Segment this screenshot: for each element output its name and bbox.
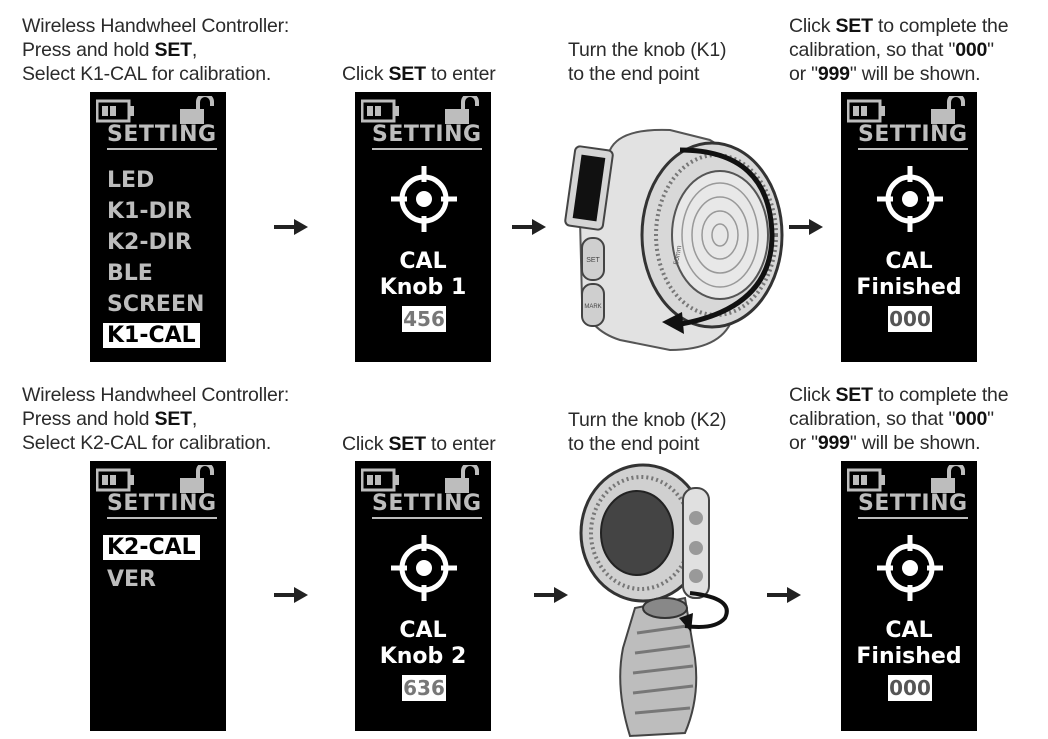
arrow-right-icon: [767, 587, 801, 603]
arrow-right-icon: [789, 219, 823, 235]
menu-item-screen[interactable]: SCREEN: [107, 292, 205, 317]
caption-line: Select K1-CAL for calibration.: [22, 63, 272, 85]
unlock-icon: [931, 96, 965, 124]
menu-title: SETTING: [372, 122, 482, 150]
row1-step3-caption: Turn the knob (K1) to the end point: [568, 39, 727, 85]
focus-mark-label: 50mm: [673, 245, 683, 266]
handwheel-controller-k1-image: SET MARK 50mm: [564, 128, 784, 352]
menu-item-ble[interactable]: BLE: [107, 261, 153, 286]
menu-title: SETTING: [372, 491, 482, 519]
battery-icon: [847, 468, 885, 492]
cal-label: CAL: [885, 618, 933, 643]
finished-label: Finished: [856, 644, 962, 669]
arrow-right-icon: [534, 587, 568, 603]
knob-label: Knob 2: [379, 644, 467, 669]
calibration-value: 636: [402, 675, 446, 701]
battery-icon: [847, 99, 885, 123]
calibration-value: 000: [888, 675, 932, 701]
finished-label: Finished: [856, 275, 962, 300]
crosshair-icon: [877, 535, 943, 601]
row2-finished-screen: SETTING CAL Finished 000: [841, 461, 977, 731]
row1-finished-screen: SETTING CAL Finished 000: [841, 92, 977, 362]
battery-icon: [361, 99, 399, 123]
set-button-label: SET: [586, 257, 600, 264]
handwheel-controller-k2-image: [579, 463, 729, 738]
unlock-icon: [445, 96, 479, 124]
mark-button-label: MARK: [584, 304, 601, 310]
menu-item-k1-cal-selected[interactable]: K1-CAL: [103, 323, 200, 348]
row2-step2-caption: Click SET to enter: [342, 433, 496, 455]
menu-item-k2-cal-selected[interactable]: K2-CAL: [103, 535, 200, 560]
row2-menu-screen: SETTING K2-CAL VER: [90, 461, 226, 731]
arrow-right-icon: [274, 219, 308, 235]
menu-title: SETTING: [858, 491, 968, 519]
caption-line: Press and hold SET,: [22, 39, 198, 61]
arrow-right-icon: [274, 587, 308, 603]
row2-enter-screen: SETTING CAL Knob 2 636: [355, 461, 491, 731]
unlock-icon: [931, 465, 965, 493]
calibration-value: 456: [402, 306, 446, 332]
menu-item-k2-dir[interactable]: K2-DIR: [107, 230, 192, 255]
knob-label: Knob 1: [379, 275, 467, 300]
cal-label: CAL: [399, 618, 447, 643]
crosshair-icon: [391, 166, 457, 232]
menu-item-k1-dir[interactable]: K1-DIR: [107, 199, 192, 224]
row2-step4-caption: Click SET to complete the calibration, s…: [789, 384, 1009, 454]
row1-enter-screen: SETTING CAL Knob 1 456: [355, 92, 491, 362]
row1-step4-caption: Click SET to complete the calibration, s…: [789, 15, 1009, 85]
row1-menu-screen: SETTING LED K1-DIR K2-DIR BLE SCREEN K1-…: [90, 92, 226, 362]
row1-step2-caption: Click SET to enter: [342, 63, 496, 85]
calibration-value: 000: [888, 306, 932, 332]
unlock-icon: [180, 96, 214, 124]
row2-step3-caption: Turn the knob (K2) to the end point: [568, 409, 727, 455]
menu-title: SETTING: [858, 122, 968, 150]
crosshair-icon: [877, 166, 943, 232]
cal-label: CAL: [885, 249, 933, 274]
battery-icon: [96, 99, 134, 123]
row1-step1-caption: Wireless Handwheel Controller: Press and…: [22, 14, 289, 86]
menu-item-led[interactable]: LED: [107, 168, 155, 193]
crosshair-icon: [391, 535, 457, 601]
cal-label: CAL: [399, 249, 447, 274]
menu-title: SETTING: [107, 491, 217, 519]
unlock-icon: [445, 465, 479, 493]
battery-icon: [361, 468, 399, 492]
unlock-icon: [180, 465, 214, 493]
menu-title: SETTING: [107, 122, 217, 150]
menu-item-ver[interactable]: VER: [107, 567, 156, 592]
row2-step1-caption: Wireless Handwheel Controller: Press and…: [22, 384, 290, 454]
arrow-right-icon: [512, 219, 546, 235]
battery-icon: [96, 468, 134, 492]
caption-line: Wireless Handwheel Controller:: [22, 15, 290, 37]
